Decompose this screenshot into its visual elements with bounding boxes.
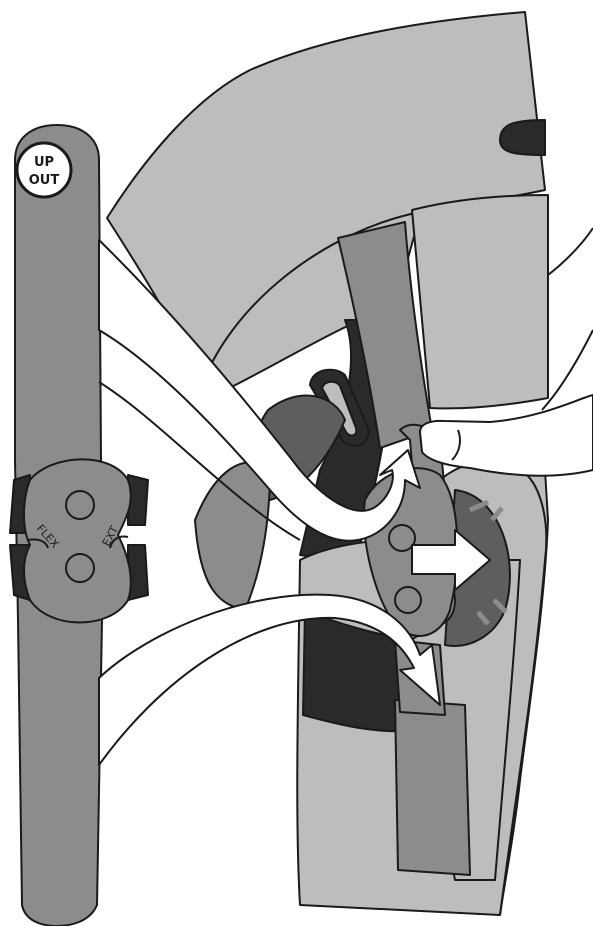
cuff-tab [500, 120, 545, 155]
up-out-badge [17, 143, 71, 197]
hinge-stop-lower [395, 587, 421, 613]
side-strap-front [195, 462, 270, 610]
badge-label-up: UP [34, 155, 54, 170]
thigh-pad [412, 195, 548, 408]
dial-stop-lower [66, 554, 94, 582]
shin-lower-strap [395, 700, 470, 875]
finger-line-upper [548, 228, 593, 275]
dial-stop-upper [66, 491, 94, 519]
badge-label-out: OUT [29, 173, 60, 188]
